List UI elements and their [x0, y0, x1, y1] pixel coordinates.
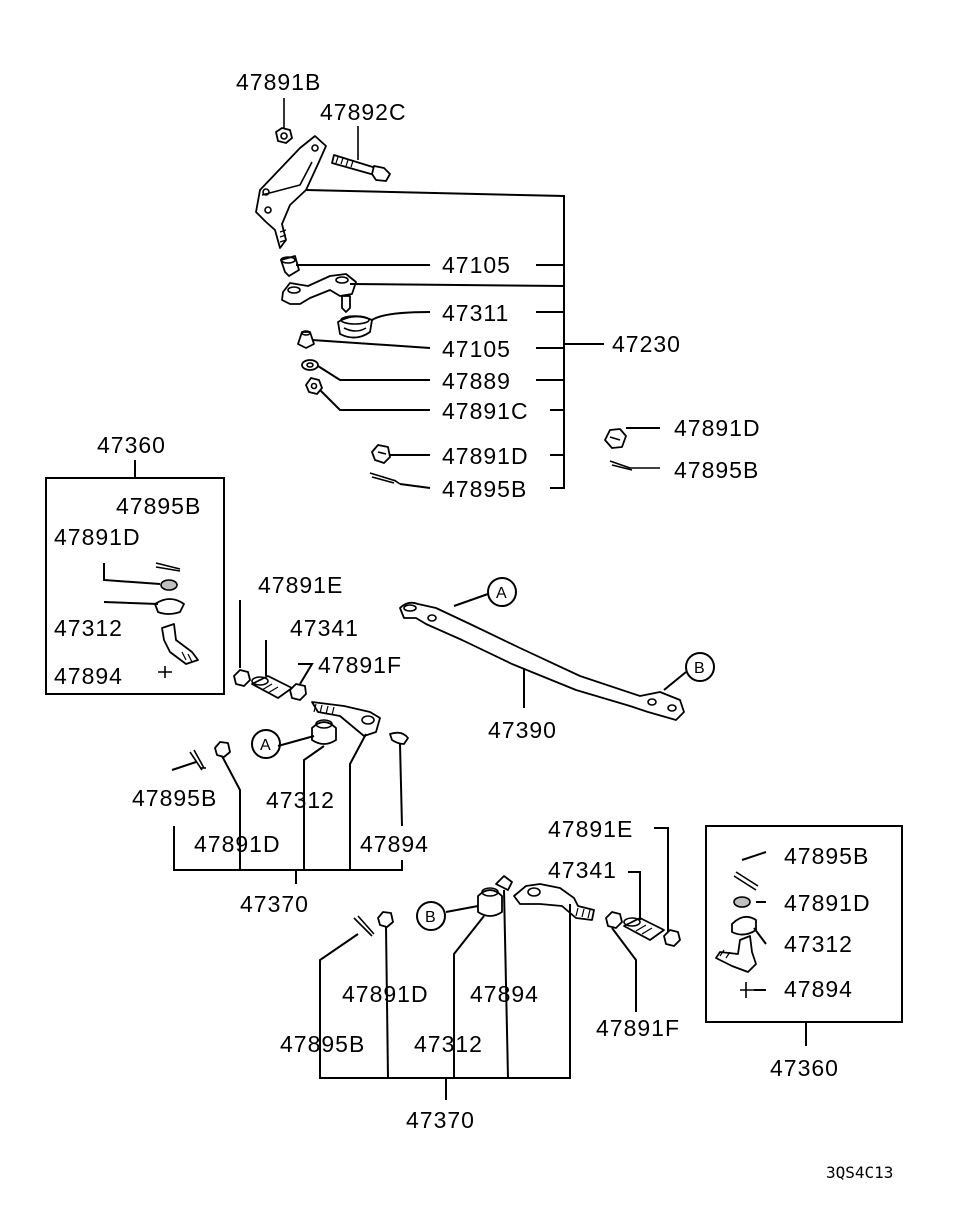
label-47895b-box-left: 47895B: [116, 493, 201, 519]
label-47360-right: 47360: [770, 1055, 839, 1081]
label-47895b-mid: 47895B: [442, 476, 527, 502]
tie-rod-assembly-left: [171, 600, 409, 884]
label-47891d-mid: 47891D: [442, 443, 529, 469]
part-number-labels: 47891B 47892C 47105 47311 47105 47230 47…: [54, 69, 871, 1133]
label-47105-upper: 47105: [442, 252, 511, 278]
bolt-47892c-part: [331, 154, 391, 182]
label-47312-lower-right: 47312: [414, 1031, 483, 1057]
label-47895b-box-right: 47895B: [784, 843, 869, 869]
idler-arm-part: [281, 273, 357, 313]
idler-arm-assembly: [255, 98, 660, 489]
label-47311: 47311: [442, 300, 509, 326]
bushing-47105-upper-part: [280, 255, 300, 277]
nut-47891b-part: [275, 127, 293, 144]
callout-a-left-circle: [251, 729, 281, 759]
label-47892c: 47892C: [320, 99, 407, 125]
label-47891e-right: 47891E: [548, 816, 633, 842]
label-47894-lower-left: 47894: [360, 831, 429, 857]
label-47895b-right: 47895B: [674, 457, 759, 483]
nut-47891d-right-part: [604, 428, 627, 449]
label-47894-box-right: 47894: [784, 976, 853, 1002]
tie-rod-end-kit-left: [45, 460, 225, 695]
label-47341-left: 47341: [290, 615, 359, 641]
label-47370-left: 47370: [240, 891, 309, 917]
pin-47895b-mid-part: [369, 472, 401, 485]
label-47891e-left: 47891E: [258, 572, 343, 598]
label-47891d-right: 47891D: [674, 415, 761, 441]
diagram-code: 3QS4C13: [826, 1163, 893, 1182]
label-47894-box-left: 47894: [54, 663, 123, 689]
label-47895b-lower-left: 47895B: [132, 785, 217, 811]
tie-rod-assembly-right: [319, 827, 681, 1100]
label-47895b-lower-right: 47895B: [280, 1031, 365, 1057]
label-47894-lower-right: 47894: [470, 981, 539, 1007]
nut-47891c-part: [305, 377, 323, 395]
callout-a-top: A: [496, 585, 507, 602]
callout-a-left: A: [260, 737, 271, 754]
pin-47895b-right-part: [609, 460, 633, 471]
label-47891b-top: 47891B: [236, 69, 321, 95]
tie-rod-end-kit-right: [705, 825, 903, 1046]
label-47390: 47390: [488, 717, 557, 743]
center-link-47390: [399, 577, 715, 721]
label-47891d-lower-left: 47891D: [194, 831, 281, 857]
label-47891c: 47891C: [442, 398, 529, 424]
nut-47891d-mid-part: [371, 444, 391, 464]
bushing-47105-lower-part: [297, 330, 315, 349]
label-47230: 47230: [612, 331, 681, 357]
label-47312-box-right: 47312: [784, 931, 853, 957]
label-47889: 47889: [442, 368, 511, 394]
label-47312-lower-left: 47312: [266, 787, 335, 813]
label-47891f-right: 47891F: [596, 1015, 680, 1041]
label-47341-right: 47341: [548, 857, 617, 883]
callout-b-top: B: [694, 660, 705, 677]
dust-cover-47311-part: [337, 315, 373, 339]
callout-letters: A B A B: [251, 585, 705, 926]
label-47891d-lower-right: 47891D: [342, 981, 429, 1007]
label-47891d-box-left: 47891D: [54, 524, 141, 550]
label-47105-lower: 47105: [442, 336, 511, 362]
label-47891f-left: 47891F: [318, 652, 402, 678]
callout-b-right: B: [425, 909, 436, 926]
washer-47889-part: [301, 359, 319, 371]
label-47891d-box-right: 47891D: [784, 890, 871, 916]
label-47370-right: 47370: [406, 1107, 475, 1133]
label-47360-left: 47360: [97, 432, 166, 458]
bracket-part: [255, 135, 327, 249]
label-47312-box-left: 47312: [54, 615, 123, 641]
